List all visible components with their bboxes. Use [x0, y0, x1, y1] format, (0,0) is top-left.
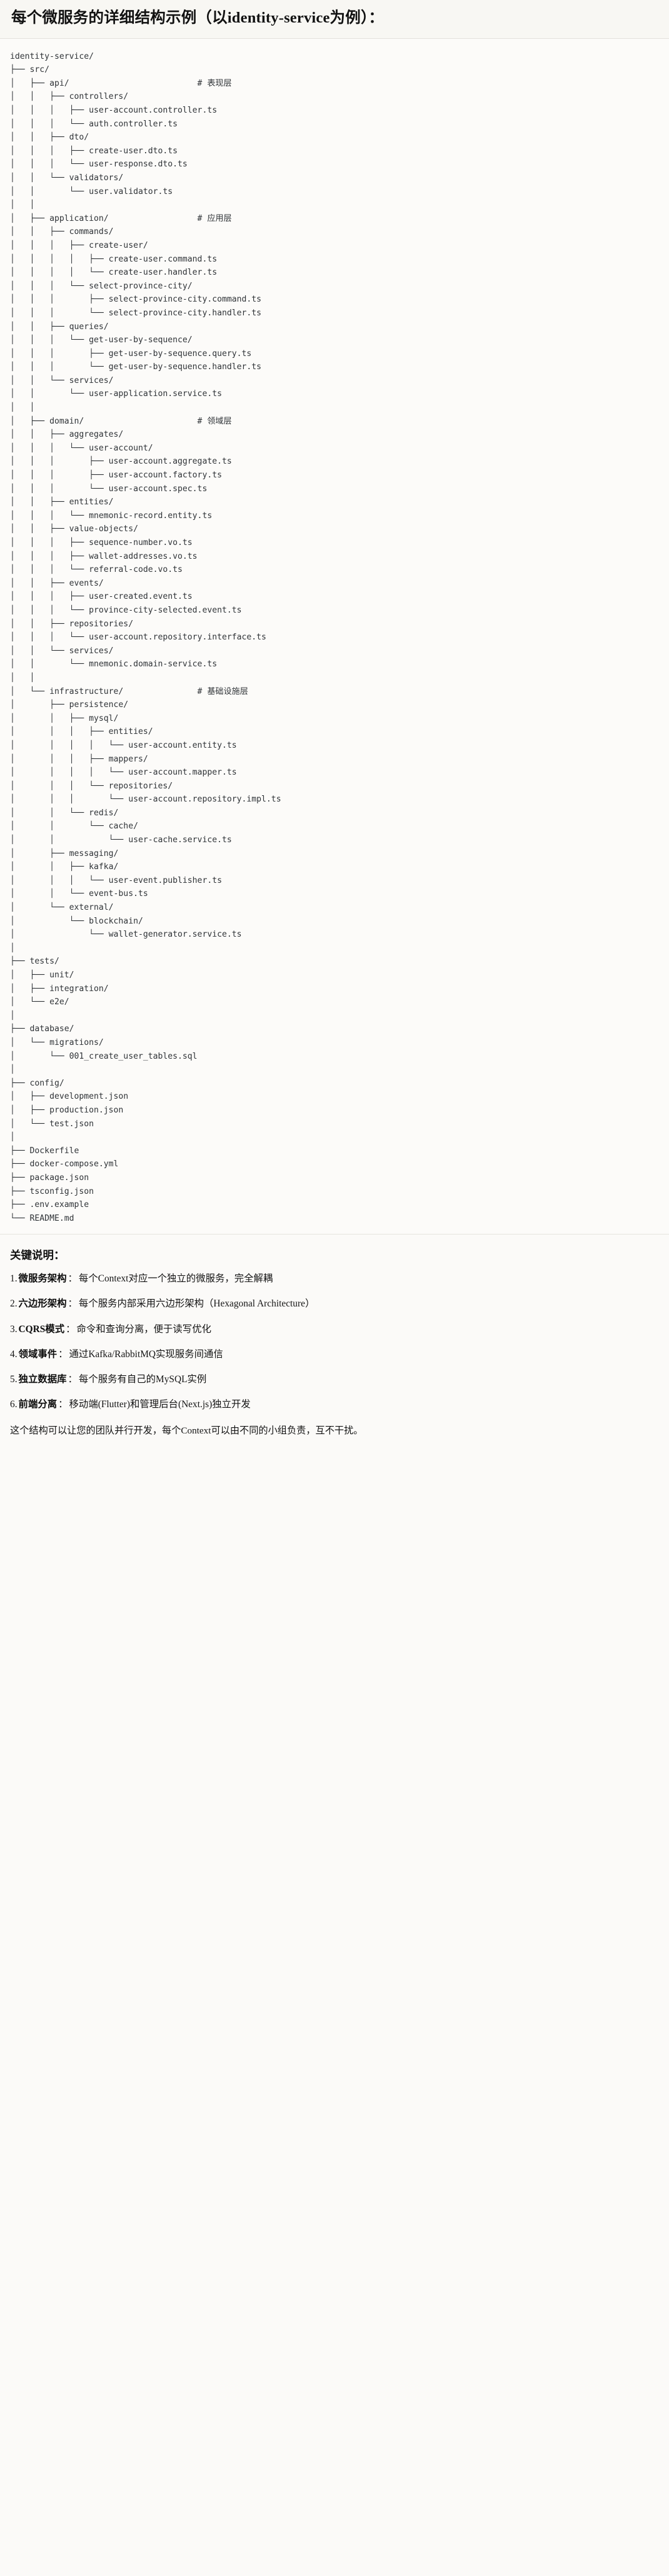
note-number: 6.	[10, 1398, 18, 1410]
list-item: 3. CQRS模式 ： 命令和查询分离，便于读写优化	[10, 1322, 659, 1336]
directory-tree: identity-service/ ├── src/ │ ├── api/ # …	[10, 51, 281, 1223]
note-term: CQRS模式	[18, 1323, 65, 1335]
note-separator: ：	[58, 1398, 68, 1410]
note-separator: ：	[68, 1273, 78, 1285]
notes-list: 1. 微服务架构 ： 每个Context对应一个独立的微服务，完全解耦 2. 六…	[10, 1271, 659, 1412]
list-item: 4. 领域事件 ： 通过Kafka/RabbitMQ实现服务间通信	[10, 1347, 659, 1362]
note-number: 4.	[10, 1348, 18, 1360]
document-header: 每个微服务的详细结构示例（以identity-service为例）：	[0, 0, 669, 39]
note-number: 2.	[10, 1298, 18, 1310]
document-page: 每个微服务的详细结构示例（以identity-service为例）： ident…	[0, 0, 669, 1448]
note-separator: ：	[58, 1348, 68, 1360]
note-number: 1.	[10, 1273, 18, 1285]
closing-paragraph: 这个结构可以让您的团队并行开发，每个Context可以由不同的小组负责，互不干扰…	[10, 1425, 363, 1436]
note-separator: ：	[68, 1298, 78, 1310]
note-term: 独立数据库	[18, 1373, 67, 1385]
list-item: 2. 六边形架构 ： 每个服务内部采用六边形架构（Hexagonal Archi…	[10, 1296, 659, 1311]
note-number: 5.	[10, 1373, 18, 1385]
note-description: 每个服务内部采用六边形架构（Hexagonal Architecture）	[78, 1298, 315, 1310]
note-term: 领域事件	[18, 1348, 58, 1360]
note-description: 移动端(Flutter)和管理后台(Next.js)独立开发	[69, 1398, 251, 1410]
list-item: 1. 微服务架构 ： 每个Context对应一个独立的微服务，完全解耦	[10, 1271, 659, 1286]
list-item: 5. 独立数据库 ： 每个服务有自己的MySQL实例	[10, 1372, 659, 1387]
note-term: 六边形架构	[18, 1298, 67, 1310]
note-separator: ：	[66, 1323, 76, 1335]
key-notes-section: 关键说明： 1. 微服务架构 ： 每个Context对应一个独立的微服务，完全解…	[0, 1234, 669, 1448]
note-separator: ：	[68, 1373, 78, 1385]
note-description: 每个Context对应一个独立的微服务，完全解耦	[78, 1273, 273, 1285]
note-term: 微服务架构	[18, 1273, 67, 1285]
note-term: 前端分离	[18, 1398, 58, 1410]
note-number: 3.	[10, 1323, 18, 1335]
list-item: 6. 前端分离 ： 移动端(Flutter)和管理后台(Next.js)独立开发	[10, 1397, 659, 1412]
note-description: 通过Kafka/RabbitMQ实现服务间通信	[69, 1348, 223, 1360]
page-title: 每个微服务的详细结构示例（以identity-service为例）：	[11, 9, 385, 26]
note-description: 命令和查询分离，便于读写优化	[76, 1323, 211, 1335]
note-description: 每个服务有自己的MySQL实例	[78, 1373, 207, 1385]
notes-title: 关键说明：	[10, 1249, 65, 1262]
directory-tree-section: identity-service/ ├── src/ │ ├── api/ # …	[0, 38, 669, 1235]
